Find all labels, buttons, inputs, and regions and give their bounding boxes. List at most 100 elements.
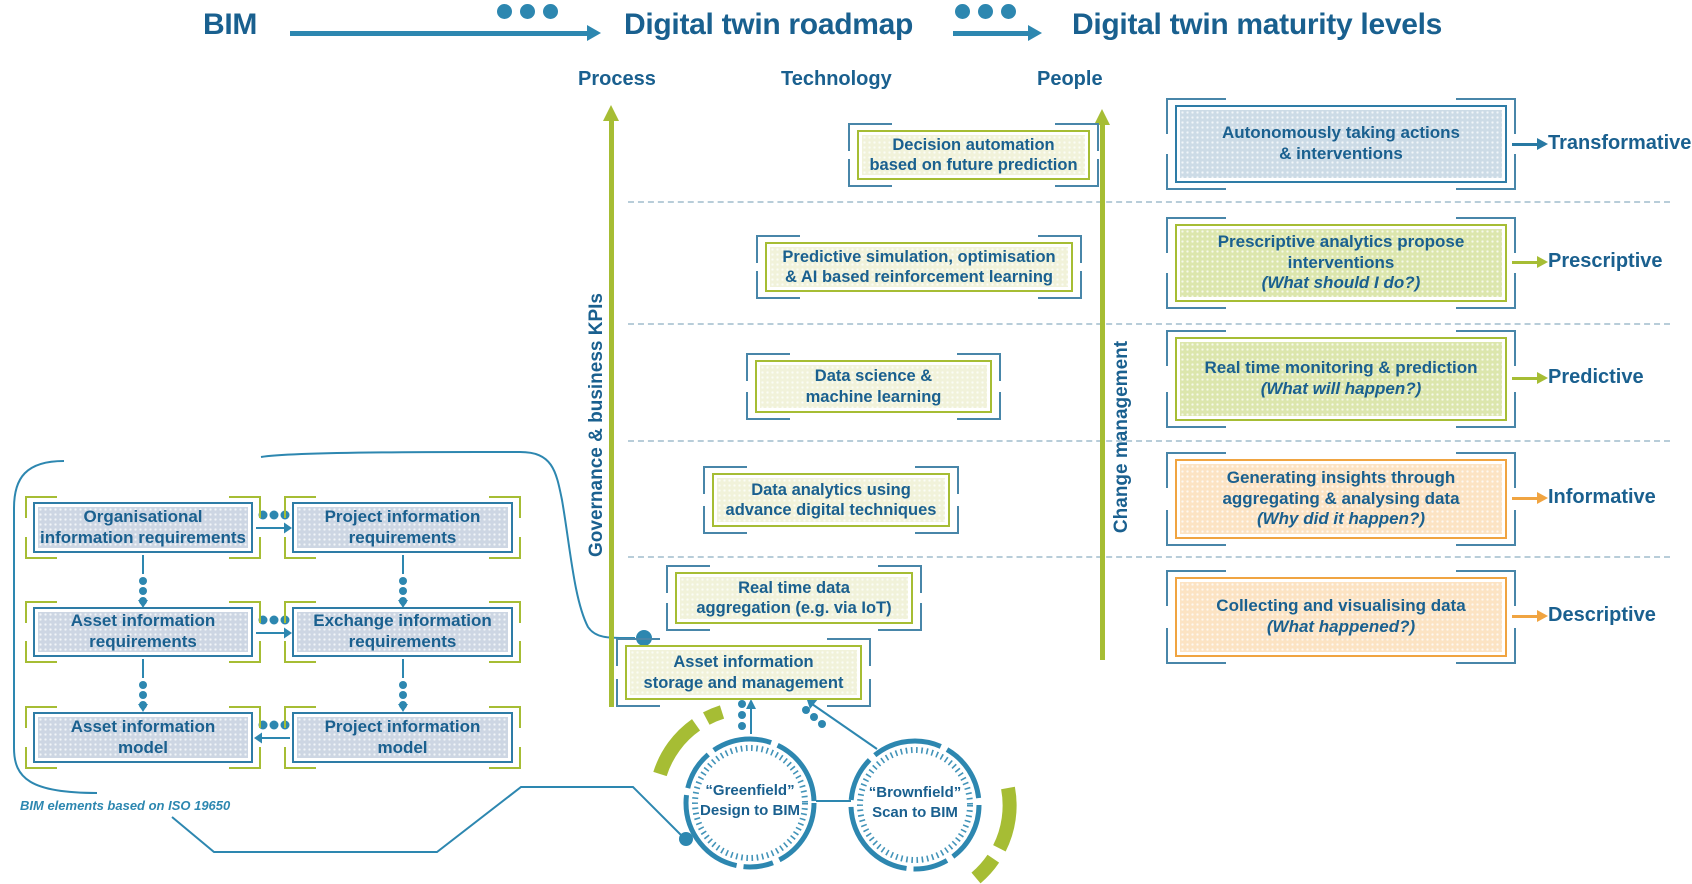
brownfield-circle (848, 738, 1017, 884)
maturity-box-transformative: Autonomously taking actions& interventio… (1166, 98, 1516, 190)
box-label-line: Asset information (673, 653, 814, 672)
corner-bracket (489, 706, 521, 728)
bim-to-greenfield-connector (171, 786, 693, 853)
people-axis-label: Change management (1111, 340, 1132, 534)
corner-bracket (756, 235, 800, 263)
three-dots-icon (955, 4, 1016, 19)
box-label-line: based on future prediction (869, 156, 1078, 174)
corner-bracket (489, 601, 521, 623)
corner-bracket (703, 506, 747, 534)
box-label-line: model (377, 737, 428, 757)
box-label-line: requirements (89, 632, 197, 651)
people-axis-arrow-icon (1094, 109, 1110, 660)
bim-group-bracket (13, 460, 98, 794)
dots-arrow-down-col1-gap2 (138, 659, 148, 712)
process-axis-label: Governance & business KPIs (586, 293, 607, 557)
corner-bracket (746, 392, 790, 420)
brownfield-circle-label: “Brownfield” Scan to BIM (845, 783, 985, 822)
corner-bracket (25, 537, 57, 559)
box-label-line: Real time data (738, 578, 850, 597)
brownfield-green-arc (971, 786, 1017, 884)
corner-bracket (1166, 273, 1226, 309)
corner-bracket (746, 353, 790, 381)
maturity-box-descriptive: Collecting and visualising data(What hap… (1166, 570, 1516, 664)
corner-bracket (489, 747, 521, 769)
corner-bracket (489, 496, 521, 518)
level-divider (628, 556, 1670, 558)
box-label-line: model (117, 737, 169, 757)
box-label-line: Collecting and visualising data (1216, 596, 1466, 616)
corner-bracket (1456, 570, 1516, 606)
three-dots-icon (497, 4, 558, 19)
box-label-line: requirements (348, 527, 457, 547)
corner-bracket (915, 506, 959, 534)
corner-bracket (1456, 628, 1516, 664)
process-axis-arrow-icon (603, 105, 619, 707)
box-label-line: Asset information (70, 716, 216, 736)
box-label-line: requirements (348, 632, 457, 651)
box-label-line: interventions (1287, 252, 1395, 272)
greenfield-to-storage-arrow (738, 699, 756, 734)
corner-bracket (229, 706, 261, 728)
box-label-line: aggregation (e.g. via IoT) (696, 599, 892, 617)
box-label-line: information requirements (40, 527, 246, 547)
corner-bracket (284, 641, 316, 663)
corner-bracket (229, 537, 261, 559)
corner-bracket (1166, 217, 1226, 253)
maturity-box-predictive: Real time monitoring & prediction(What w… (1166, 330, 1516, 428)
column-label-technology: Technology (781, 68, 892, 90)
bim-to-roadmap-arrow-icon (290, 25, 601, 41)
box-label-line: Exchange information (313, 611, 492, 631)
corner-bracket (1166, 392, 1226, 428)
box-label-line: Organisational (83, 506, 203, 526)
corner-bracket (827, 638, 871, 666)
roadmap-box-data-science: Data science &machine learning (746, 353, 1001, 420)
level-arrow-icon (1512, 610, 1548, 622)
box-label-line: Project information (324, 716, 481, 736)
box-label-line: Data science & (814, 367, 933, 386)
box-label-line: Predictive simulation, optimisation (782, 247, 1056, 266)
box-label-line: Prescriptive analytics propose (1217, 231, 1465, 251)
circle-label-line: “Brownfield” (868, 784, 962, 801)
corner-bracket (1055, 159, 1099, 187)
level-divider (628, 201, 1670, 203)
box-question-line: (What should I do?) (1261, 273, 1421, 293)
corner-bracket (1456, 510, 1516, 546)
corner-bracket (284, 496, 316, 518)
corner-bracket (848, 159, 892, 187)
dots-arrow-down-col2-gap1 (398, 555, 408, 608)
box-label-line: storage and management (643, 673, 844, 692)
corner-bracket (1166, 154, 1226, 190)
level-arrow-icon (1512, 372, 1548, 384)
greenfield-circle-label: “Greenfield” Design to BIM (680, 781, 820, 820)
corner-bracket (25, 747, 57, 769)
box-question-line: (What will happen?) (1260, 379, 1422, 398)
greenfield-green-arc (653, 705, 725, 777)
maturity-heading: Digital twin maturity levels (1072, 8, 1443, 41)
corner-bracket (1456, 98, 1516, 134)
corner-bracket (1038, 271, 1082, 299)
box-label-line: & interventions (1279, 144, 1403, 163)
corner-bracket (489, 537, 521, 559)
corner-bracket (1456, 217, 1516, 253)
column-label-process: Process (578, 68, 656, 90)
box-label-line: Generating insights through (1226, 467, 1456, 487)
corner-bracket (878, 565, 922, 593)
corner-bracket (229, 641, 261, 663)
bim-heading: BIM (203, 8, 258, 41)
box-label-line: Data analytics using (751, 480, 911, 499)
level-divider (628, 440, 1670, 442)
corner-bracket (1456, 330, 1516, 366)
box-label-line: Decision automation (892, 135, 1055, 154)
corner-bracket (1038, 235, 1082, 263)
corner-bracket (284, 706, 316, 728)
corner-bracket (1456, 273, 1516, 309)
box-question-line: (Why did it happen?) (1256, 509, 1426, 529)
corner-bracket (489, 641, 521, 663)
circle-label-line: Design to BIM (700, 801, 800, 819)
